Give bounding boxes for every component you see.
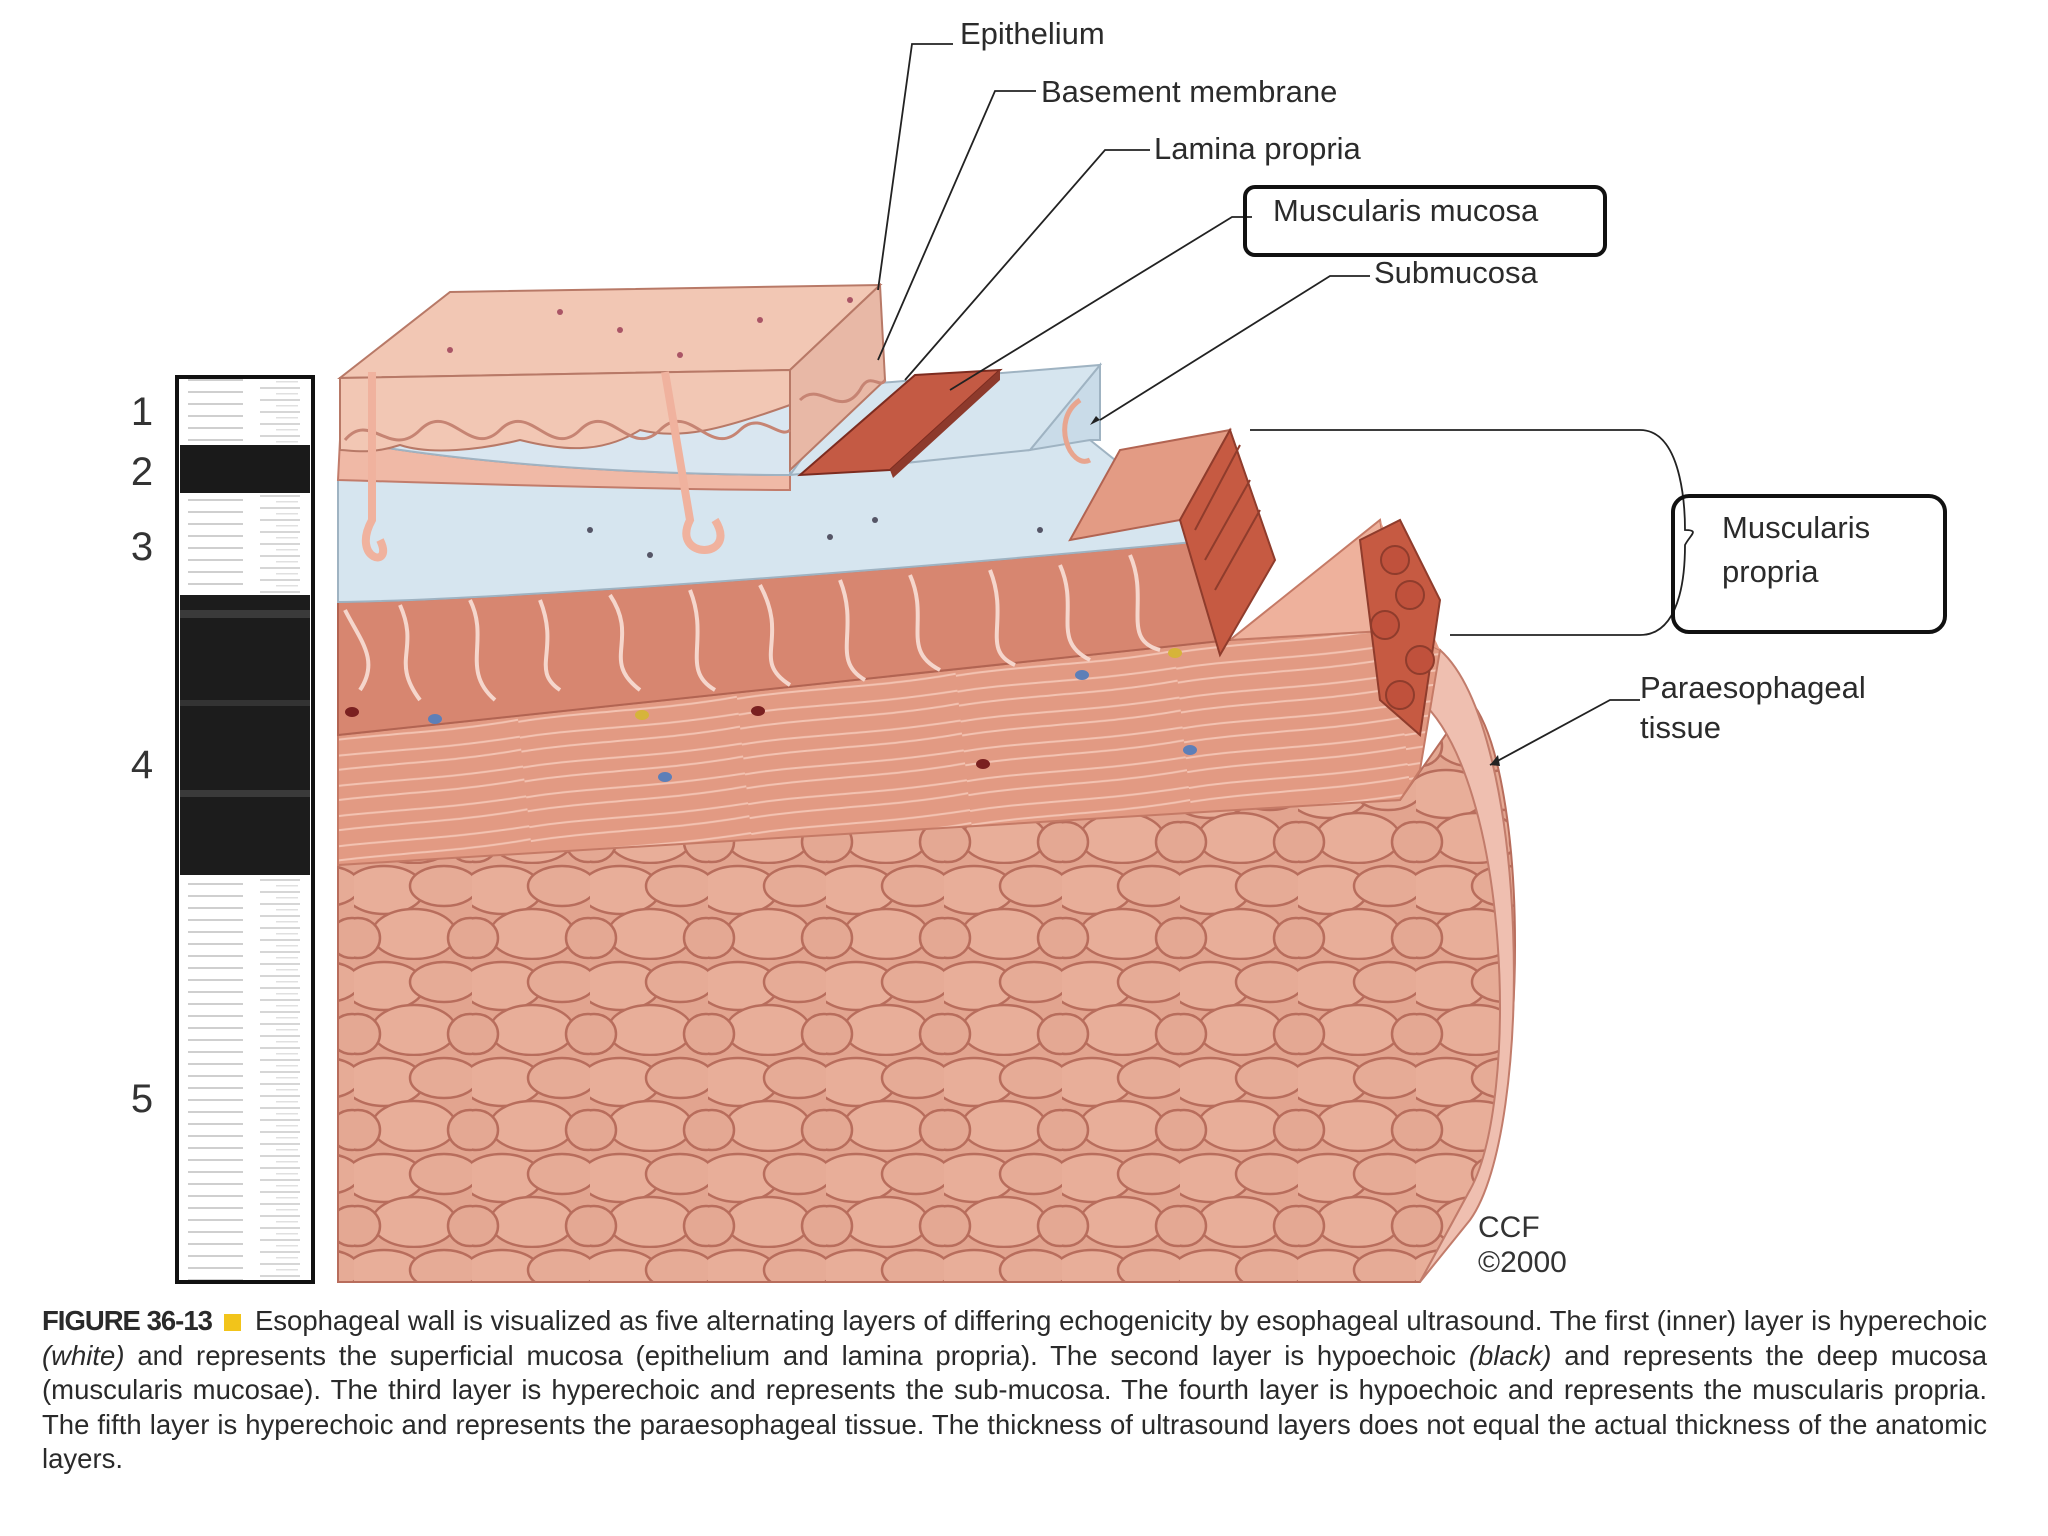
caption-text-1: Esophageal wall is visualized as five al… — [254, 1305, 1987, 1336]
esophageal-wall-figure: 1 2 3 4 5 — [131, 16, 1947, 1284]
highlight-box-muscularis-propria — [1671, 494, 1947, 634]
caption-emphasis-white: (white) — [42, 1339, 125, 1371]
ultrasound-strip — [175, 375, 315, 1284]
caption-emphasis-black: (black) — [1468, 1339, 1552, 1371]
label-paraesophageal-line1: Paraesophageal — [1640, 670, 1866, 705]
caption-text-2: and represents the superficial mucosa (e… — [124, 1339, 1469, 1371]
label-epithelium: Epithelium — [960, 16, 1105, 51]
muscularis-mucosa-layer — [797, 368, 1003, 478]
label-basement-membrane: Basement membrane — [1041, 74, 1337, 109]
highlight-box-muscularis-mucosa — [1243, 185, 1607, 257]
label-muscularis-propria-line1: Muscularis — [1722, 510, 1870, 545]
layer-number-3: 3 — [131, 525, 153, 569]
mucosa-block — [336, 282, 887, 562]
label-submucosa: Submucosa — [1374, 255, 1538, 290]
muscularis-propria-block — [1068, 427, 1442, 737]
figure-caption: FIGURE 36-13 Esophageal wall is visualize… — [42, 1304, 1987, 1477]
caption-label: FIGURE 36-13 — [42, 1305, 213, 1336]
label-muscularis-mucosa: Muscularis mucosa — [1273, 193, 1539, 228]
copyright-org: CCF — [1478, 1211, 1540, 1244]
layer-number-5: 5 — [131, 1077, 153, 1121]
label-lamina-propria: Lamina propria — [1154, 131, 1362, 166]
copyright-year: ©2000 — [1478, 1246, 1567, 1279]
label-paraesophageal-line2: tissue — [1640, 710, 1721, 745]
caption-square-icon — [223, 1314, 241, 1331]
layer-number-1: 1 — [131, 390, 153, 434]
caption-text-3: and represents the deep mucosa (muscular… — [42, 1339, 1987, 1475]
label-muscularis-propria-line2: propria — [1722, 554, 1819, 589]
layer-number-4: 4 — [131, 743, 153, 787]
layer-number-2: 2 — [131, 450, 153, 494]
